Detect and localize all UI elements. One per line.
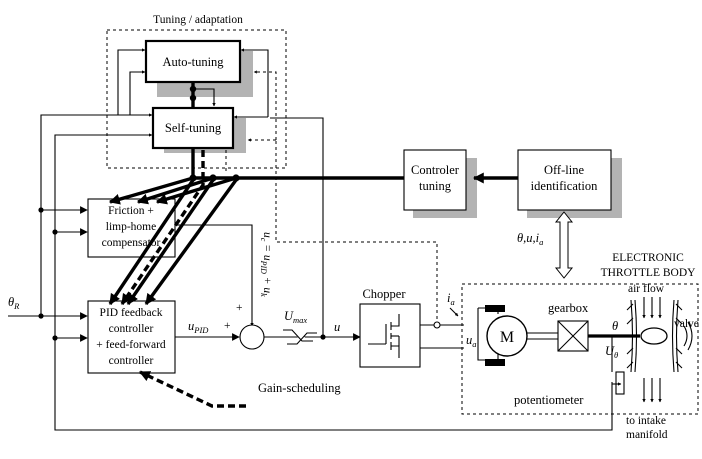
self-tuning-label: Self-tuning xyxy=(165,121,222,135)
chopper-block xyxy=(359,303,421,368)
bore-hatch xyxy=(675,347,683,355)
identification-signals-label: θ,u,ia xyxy=(517,231,543,247)
bus-to-pid xyxy=(108,179,195,305)
u-max-label: Umax xyxy=(284,309,307,325)
u-label: u xyxy=(334,320,340,334)
friction-label-1: Friction + xyxy=(108,205,154,217)
saturation-symbol xyxy=(283,329,313,342)
u-feedback-line xyxy=(270,117,324,337)
bus-to-pid xyxy=(126,179,215,305)
plus-sign-2: + xyxy=(236,302,243,314)
throttle-bore-wall xyxy=(630,299,634,373)
friction-label-3: compensator xyxy=(102,237,161,249)
return-spring xyxy=(683,325,688,347)
u-theta-label: Uθ xyxy=(605,344,618,360)
offline-identification-block xyxy=(517,149,612,211)
signal-line xyxy=(193,88,216,107)
bore-hatch xyxy=(626,361,634,369)
auto-tuning-label: Auto-tuning xyxy=(162,55,224,69)
pid-label-1: PID feedback xyxy=(100,307,163,319)
bore-hatch xyxy=(626,317,634,325)
tuning-adaptation-group xyxy=(106,29,287,169)
summation-node xyxy=(239,324,265,350)
offline-identification-label-2: identification xyxy=(531,179,598,193)
pid-label-4: controller xyxy=(109,355,154,367)
mosfet-icon xyxy=(368,314,400,358)
signal-line xyxy=(240,48,269,117)
theta-label: θ xyxy=(612,319,618,333)
bore-hatch xyxy=(626,303,634,311)
electronic-throttle-body-region xyxy=(461,283,699,415)
bus-to-pid xyxy=(144,179,238,305)
motor-brush-top xyxy=(485,305,505,312)
pid-label-2: controller xyxy=(109,323,154,335)
junction-dot xyxy=(189,94,197,102)
etb-label-1: ELECTRONIC xyxy=(612,252,684,264)
saturation-symbol xyxy=(287,332,317,345)
bore-hatch xyxy=(675,317,683,325)
dc-motor xyxy=(486,315,528,357)
controler-tuning-label-2: tuning xyxy=(419,179,452,193)
bus-to-friction xyxy=(155,176,237,205)
valve-label: valve xyxy=(674,318,699,330)
air-flow-label: air flow xyxy=(628,283,665,295)
i-a-label: ia xyxy=(447,291,455,307)
return-spring xyxy=(687,321,693,351)
offline-identification-label-1: Off-line xyxy=(544,163,584,177)
signal-line xyxy=(129,70,146,115)
ia-dashed-feedback xyxy=(275,140,438,325)
reference-branch xyxy=(40,114,118,316)
u-pid-label: uPID xyxy=(188,319,209,335)
u-sum-expression: uc = uPID + uk xyxy=(259,232,273,297)
controler-tuning-block xyxy=(403,149,467,211)
throttle-bore-wall xyxy=(675,299,679,373)
gearbox-label: gearbox xyxy=(548,301,589,315)
chopper-label: Chopper xyxy=(362,287,406,301)
gain-scheduling-label: Gain-scheduling xyxy=(258,381,341,395)
theta-r-label: θR xyxy=(8,295,20,311)
bore-hatch xyxy=(675,303,683,311)
pid-label-3: + feed-forward xyxy=(96,339,166,351)
controler-tuning-label-1: Controler xyxy=(411,163,460,177)
junction-dot xyxy=(320,334,326,340)
to-intake-label-2: manifold xyxy=(626,429,668,441)
throttle-bore-wall xyxy=(671,299,675,373)
gain-scheduling-arrow xyxy=(139,370,246,408)
friction-label-2: limp-home xyxy=(106,221,156,233)
to-intake-label-1: to intake xyxy=(626,415,666,427)
u-a-label: ua xyxy=(466,333,477,349)
potentiometer-resistor xyxy=(615,371,625,395)
dashed-bus-to-pid xyxy=(120,150,205,305)
bore-hatch xyxy=(675,361,683,369)
plus-sign-1: + xyxy=(224,320,231,332)
motor-brush-bottom xyxy=(485,359,505,366)
throttle-bore-wall xyxy=(634,299,638,373)
motor-symbol-label: M xyxy=(500,329,514,346)
bus-to-friction xyxy=(136,176,214,205)
signal-line xyxy=(117,48,146,115)
identification-data-arrow xyxy=(554,211,574,279)
dashed-signal xyxy=(253,70,277,140)
tuning-group-title: Tuning / adaptation xyxy=(153,14,243,26)
auto-tuning-block xyxy=(144,39,242,84)
self-tuning-block xyxy=(151,106,235,150)
potentiometer-label: potentiometer xyxy=(514,393,584,407)
compensator-output xyxy=(175,224,254,327)
gearbox-diagonal xyxy=(557,320,589,352)
etb-label-2: THROTTLE BODY xyxy=(601,267,697,279)
bus-to-friction xyxy=(108,176,194,205)
throttle-valve-plate xyxy=(640,327,668,345)
current-sense-node xyxy=(433,321,441,329)
bore-hatch xyxy=(626,347,634,355)
ia-arrow xyxy=(449,307,459,317)
